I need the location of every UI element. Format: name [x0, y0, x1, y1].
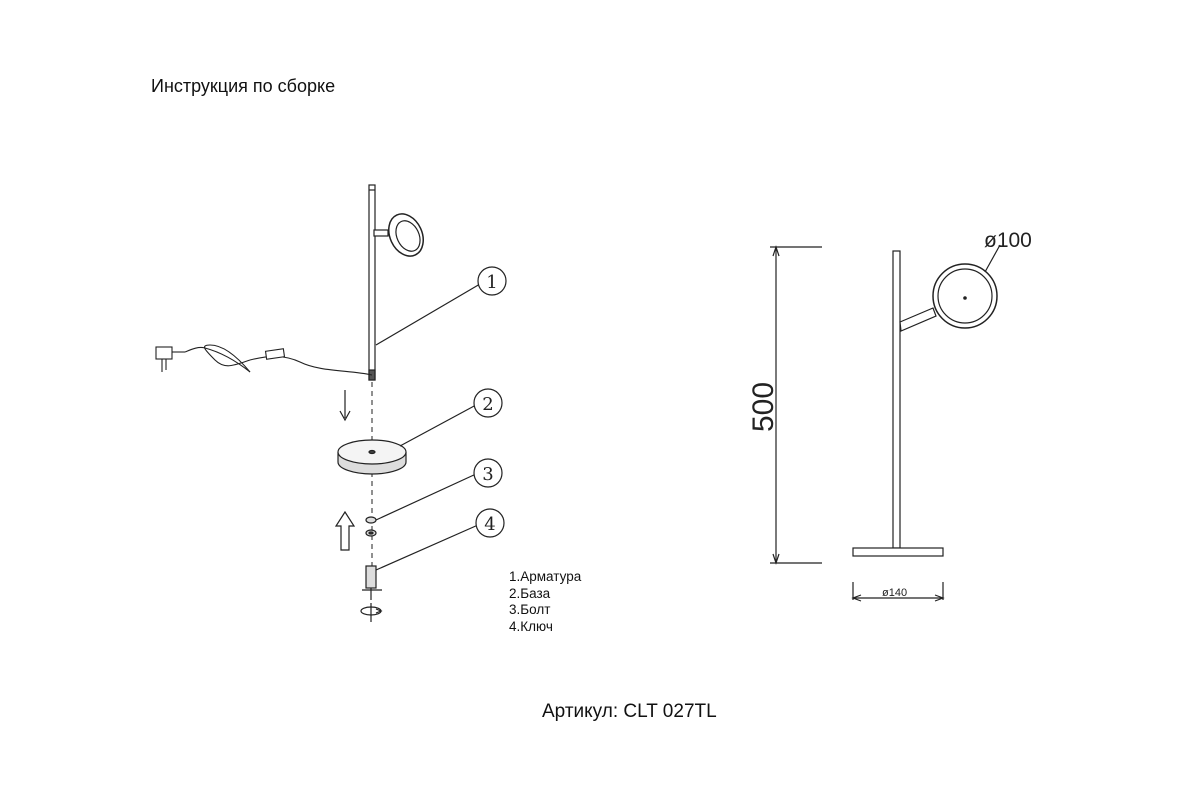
callout-1 — [477, 266, 507, 296]
legend-item: 1.Арматура — [509, 569, 582, 584]
callout-4 — [475, 508, 505, 538]
article-number: Артикул: CLT 027TL — [542, 701, 717, 722]
down-arrow-icon — [339, 390, 351, 422]
power-cable — [155, 344, 373, 376]
callout-3 — [473, 458, 503, 488]
callout-3-label: 3 — [482, 464, 493, 485]
lamp-base — [337, 439, 407, 475]
base-diameter-label: ø140 — [882, 587, 907, 599]
head-diameter-label: ø100 — [984, 229, 1032, 252]
height-dimension-label: 500 — [747, 382, 780, 432]
lamp-pole — [368, 184, 389, 381]
parts-legend: 1.Арматура 2.База 3.Болт 4.Ключ — [509, 569, 581, 635]
page-title: Инструкция по сборке — [151, 76, 336, 96]
legend-item: 2.База — [509, 585, 551, 601]
callout-1-label: 1 — [486, 272, 497, 293]
rotate-icon — [360, 603, 383, 622]
callout-2-label: 2 — [482, 394, 493, 415]
legend-item: 4.Ключ — [509, 618, 553, 634]
lamp-head — [388, 213, 424, 257]
up-arrow-icon — [334, 510, 356, 551]
key — [362, 565, 382, 600]
dimension-drawing — [770, 244, 1001, 602]
callout-4-label: 4 — [484, 514, 495, 535]
bolt — [365, 516, 377, 537]
legend-item: 3.Болт — [509, 602, 551, 617]
callout-2 — [473, 388, 503, 418]
